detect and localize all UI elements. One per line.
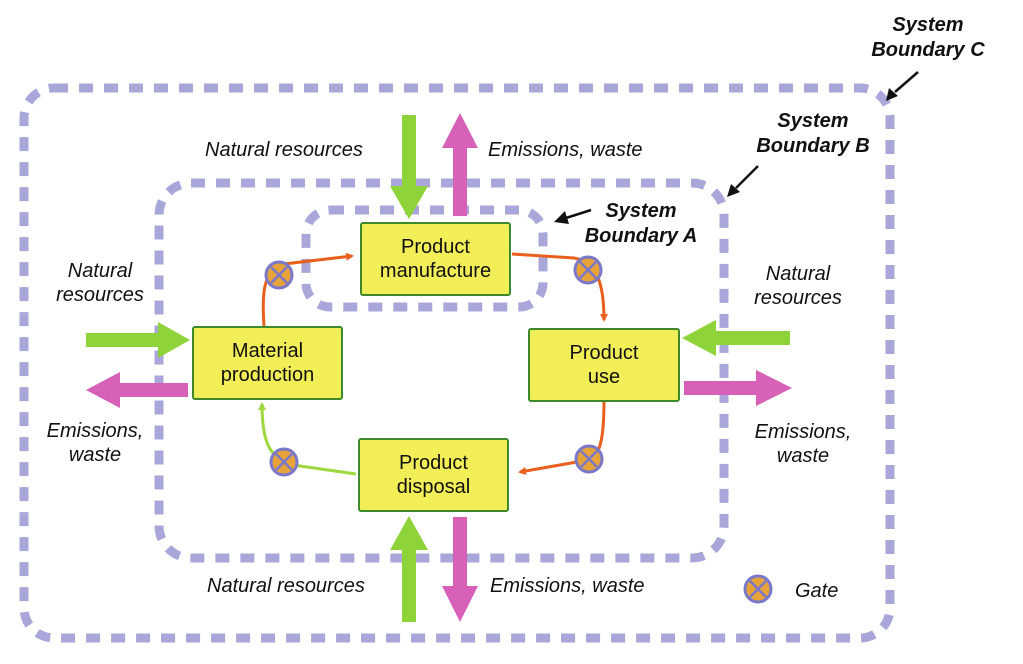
- product-disposal-line2: disposal: [396, 476, 471, 498]
- material-production-box: Material production: [192, 326, 343, 400]
- boundary-a-pointer: [554, 208, 592, 224]
- system-boundary-a-line2: Boundary A: [584, 225, 698, 247]
- left-emissions-line2: waste: [68, 444, 122, 466]
- product-disposal-box: Product disposal: [358, 438, 509, 512]
- system-boundary-c-label: System Boundary C: [858, 13, 998, 63]
- gate-icon: [573, 255, 603, 285]
- product-manufacture-box: Product manufacture: [360, 222, 511, 296]
- legend-gate-icon: [743, 574, 773, 604]
- system-boundary-b-line2: Boundary B: [756, 135, 870, 157]
- gate-icon: [264, 260, 294, 290]
- left-natural-resources-label: Natural resources: [35, 259, 165, 307]
- product-use-box: Product use: [528, 328, 680, 402]
- left-output-arrow: [86, 372, 188, 408]
- right-emissions-label: Emissions, waste: [738, 420, 868, 468]
- system-boundary-b-line1: System: [777, 110, 849, 132]
- product-disposal-line1: Product: [399, 452, 468, 474]
- system-boundary-c-frame: [19, 83, 895, 643]
- system-boundary-c-line1: System: [892, 14, 964, 36]
- top-input-arrow: [390, 115, 428, 219]
- flow-disposal-to-material: [258, 402, 357, 476]
- material-production-line2: production: [220, 364, 315, 386]
- left-emissions-label: Emissions, waste: [30, 419, 160, 467]
- right-output-arrow: [684, 370, 792, 406]
- top-emissions-label: Emissions, waste: [488, 139, 643, 161]
- right-natural-resources-label: Natural resources: [733, 262, 863, 310]
- system-boundary-c-line2: Boundary C: [871, 39, 985, 61]
- boundary-c-pointer: [886, 71, 919, 101]
- right-natural-resources-line2: resources: [754, 287, 842, 309]
- left-natural-resources-line1: Natural: [67, 260, 133, 282]
- product-use-line1: Product: [569, 342, 639, 364]
- bottom-output-arrow: [442, 517, 478, 622]
- left-input-arrow: [86, 322, 190, 358]
- bottom-emissions-label: Emissions, waste: [490, 575, 645, 597]
- system-boundary-a-label: System Boundary A: [566, 199, 716, 249]
- boundary-b-pointer: [727, 165, 759, 197]
- system-boundary-a-frame: [301, 205, 548, 312]
- left-emissions-line1: Emissions,: [46, 420, 144, 442]
- material-production-line1: Material: [231, 340, 304, 362]
- left-natural-resources-line2: resources: [56, 284, 144, 306]
- right-emissions-line2: waste: [776, 445, 830, 467]
- bottom-input-arrow: [390, 516, 428, 622]
- right-input-arrow: [682, 320, 790, 356]
- system-boundary-a-line1: System: [605, 200, 677, 222]
- system-boundary-b-label: System Boundary B: [738, 109, 888, 159]
- gate-icon: [269, 447, 299, 477]
- product-manufacture-line2: manufacture: [379, 260, 492, 282]
- top-natural-resources-label: Natural resources: [205, 139, 363, 161]
- product-use-line2: use: [587, 366, 621, 388]
- bottom-natural-resources-label: Natural resources: [207, 575, 365, 597]
- right-natural-resources-line1: Natural: [765, 263, 831, 285]
- product-manufacture-line1: Product: [401, 236, 470, 258]
- system-boundary-b-frame: [154, 178, 729, 563]
- legend-gate-label: Gate: [795, 580, 839, 602]
- top-output-arrow: [442, 113, 478, 216]
- gate-icon: [574, 444, 604, 474]
- right-emissions-line1: Emissions,: [754, 421, 852, 443]
